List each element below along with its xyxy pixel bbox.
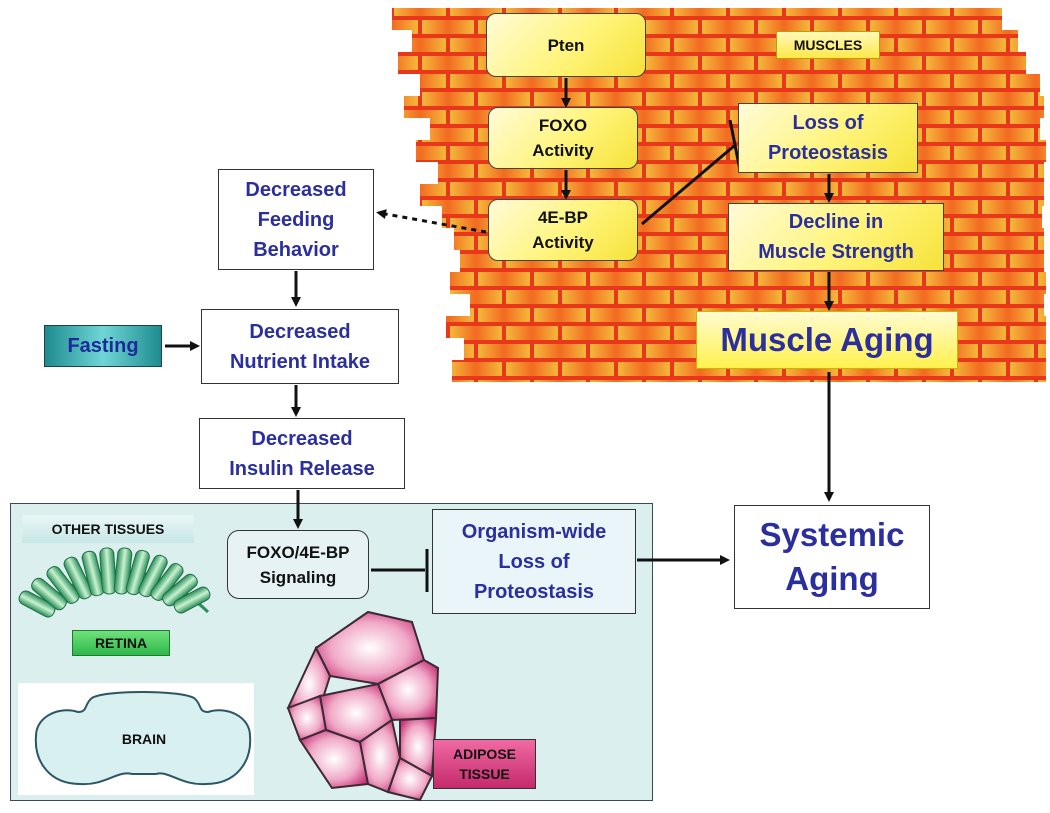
organism-wide-loss-of-proteostasis-box: Organism-wide Loss of Proteostasis <box>432 509 636 614</box>
decreased-insulin-release-box: Decreased Insulin Release <box>199 418 405 489</box>
muscles-label: MUSCLES <box>776 31 880 59</box>
foxo-4ebp-signaling-box: FOXO/4E-BP Signaling <box>227 530 369 599</box>
retina-label: RETINA <box>72 630 170 656</box>
pten-box: Pten <box>486 13 646 77</box>
fasting-box: Fasting <box>44 325 162 367</box>
muscle-aging-box: Muscle Aging <box>696 311 958 369</box>
adipose-illustration <box>286 610 440 802</box>
decreased-nutrient-intake-box: Decreased Nutrient Intake <box>201 309 399 384</box>
foxo-activity-box: FOXO Activity <box>488 107 638 169</box>
loss-of-proteostasis-box: Loss of Proteostasis <box>738 103 918 173</box>
inhibit-4ebp-to-loss-of-proteostasis <box>641 144 735 226</box>
connectors <box>165 78 834 592</box>
systemic-aging-box: Systemic Aging <box>734 505 930 609</box>
dotted-arrow-4ebp-to-feeding <box>376 209 487 234</box>
adipose-tissue-label: ADIPOSE TISSUE <box>433 739 536 789</box>
retina-illustration <box>18 547 211 618</box>
4ebp-activity-box: 4E-BP Activity <box>488 199 638 261</box>
decreased-feeding-behavior-box: Decreased Feeding Behavior <box>218 169 374 270</box>
brain-illustration <box>18 683 254 795</box>
brain-label: BRAIN <box>121 731 167 747</box>
other-tissues-label: OTHER TISSUES <box>22 515 194 543</box>
decline-in-muscle-strength-box: Decline in Muscle Strength <box>728 203 944 271</box>
